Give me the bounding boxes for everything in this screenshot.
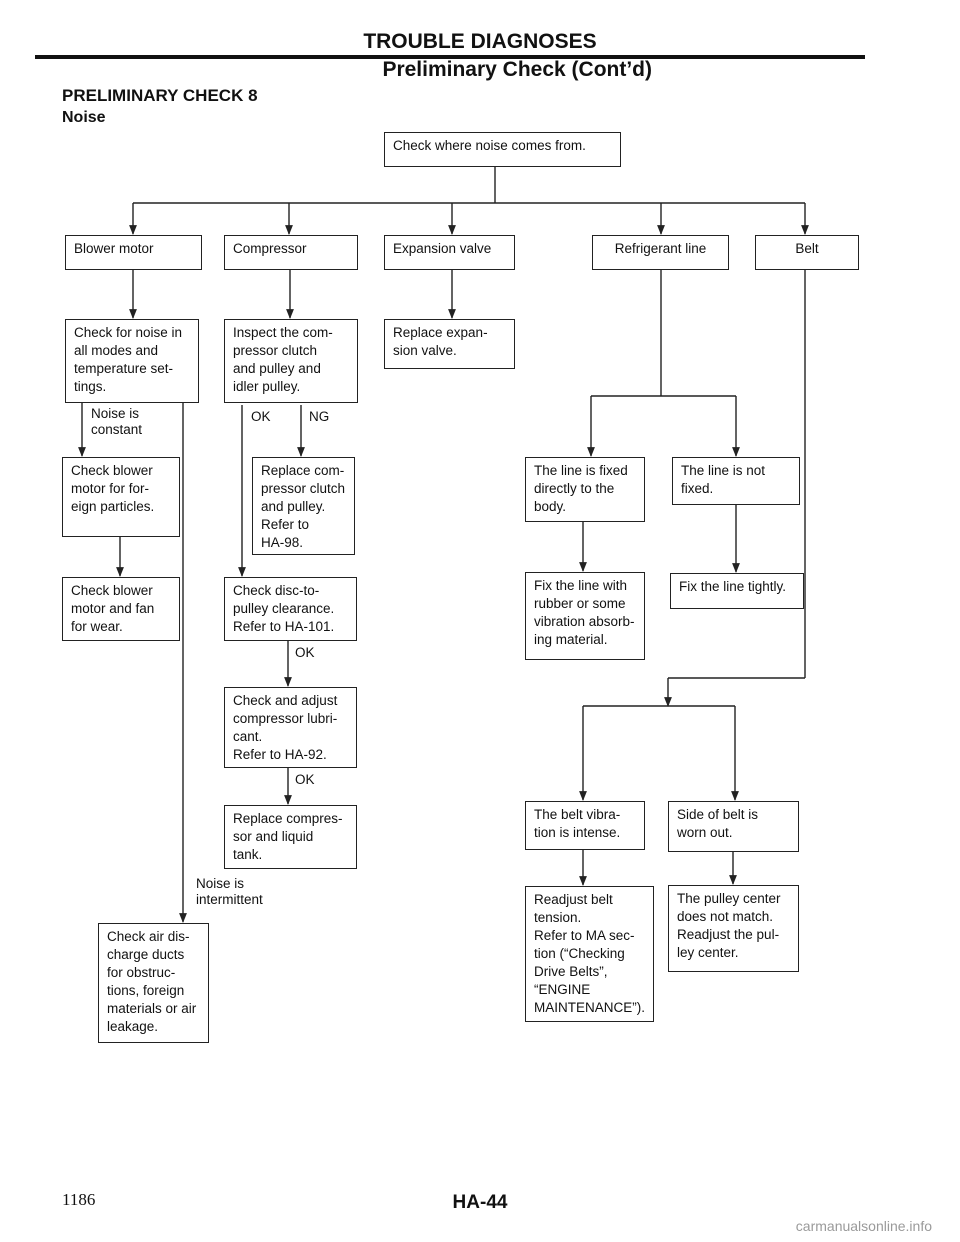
category-compressor: Compressor	[224, 235, 358, 270]
belt-vibration-intense-box: The belt vibra- tion is intense.	[525, 801, 645, 850]
compressor-inspect-clutch-box: Inspect the com- pressor clutch and pull…	[224, 319, 358, 403]
section-title: PRELIMINARY CHECK 8	[62, 86, 258, 105]
label-ng: NG	[309, 409, 330, 425]
compressor-adjust-lubricant-box: Check and adjust compressor lubri- cant.…	[224, 687, 357, 768]
blower-check-particles-box: Check blower motor for for- eign particl…	[62, 457, 180, 537]
section-subtitle: Noise	[62, 109, 106, 126]
refrigerant-fix-absorbing-box: Fix the line with rubber or some vibrati…	[525, 572, 645, 660]
label-ok-2: OK	[295, 645, 315, 661]
page-number-left: 1186	[62, 1190, 96, 1209]
page-code: HA-44	[452, 1192, 508, 1213]
start-check-box: Check where noise comes from.	[384, 132, 621, 167]
compressor-check-clearance-box: Check disc-to- pulley clearance. Refer t…	[224, 577, 357, 641]
compressor-replace-clutch-box: Replace com- pressor clutch and pulley. …	[252, 457, 355, 555]
label-noise-intermittent: Noise is intermittent	[196, 876, 263, 908]
belt-side-worn-box: Side of belt is worn out.	[668, 801, 799, 852]
header-rule	[35, 55, 865, 59]
page-header-title: TROUBLE DIAGNOSES	[363, 30, 597, 53]
blower-check-ducts-box: Check air dis- charge ducts for obstruc-…	[98, 923, 209, 1043]
category-belt: Belt	[755, 235, 859, 270]
watermark-text: carmanualsonline.info	[795, 1218, 932, 1234]
label-ok: OK	[251, 409, 271, 425]
label-ok-3: OK	[295, 772, 315, 788]
category-refrigerant-line: Refrigerant line	[592, 235, 729, 270]
refrigerant-line-fixed-box: The line is fixed directly to the body.	[525, 457, 645, 522]
refrigerant-fix-tightly-box: Fix the line tightly.	[670, 573, 804, 609]
label-noise-constant: Noise is constant	[91, 406, 143, 438]
blower-check-fan-wear-box: Check blower motor and fan for wear.	[62, 577, 180, 641]
belt-pulley-center-box: The pulley center does not match. Readju…	[668, 885, 799, 972]
category-expansion-valve: Expansion valve	[384, 235, 515, 270]
page-header-subtitle: Preliminary Check (Cont’d)	[382, 58, 652, 81]
compressor-replace-box: Replace compres- sor and liquid tank.	[224, 805, 357, 869]
expansion-replace-valve-box: Replace expan- sion valve.	[384, 319, 515, 369]
refrigerant-line-not-fixed-box: The line is not fixed.	[672, 457, 800, 505]
category-blower-motor: Blower motor	[65, 235, 202, 270]
blower-check-modes-box: Check for noise in all modes and tempera…	[65, 319, 199, 403]
belt-readjust-tension-box: Readjust belt tension. Refer to MA sec- …	[525, 886, 654, 1022]
